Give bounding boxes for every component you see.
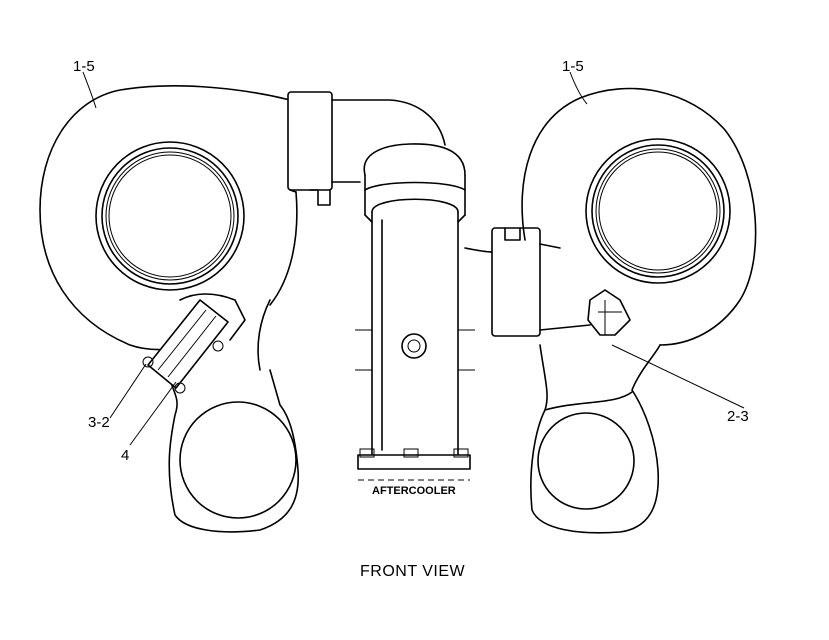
left-outlet-pipe: [287, 91, 446, 206]
callout-left-turbo: 1-5: [73, 58, 95, 75]
callout-left-gasket: 4: [121, 447, 130, 464]
right-turbocharger: [521, 71, 757, 409]
left-bracket: [168, 299, 300, 533]
center-elbow: [355, 143, 475, 481]
callout-right-turbo: 1-5: [562, 58, 584, 75]
callout-left-bolt: 3-2: [88, 414, 110, 431]
left-turbocharger: [39, 71, 298, 351]
right-bracket: [530, 344, 661, 534]
view-title: FRONT VIEW: [360, 563, 466, 580]
callout-right-bolt: 2-3: [727, 408, 749, 425]
left-clamp: [109, 293, 246, 446]
right-inlet-flange: [464, 227, 591, 337]
aftercooler-label: AFTERCOOLER: [372, 485, 456, 497]
